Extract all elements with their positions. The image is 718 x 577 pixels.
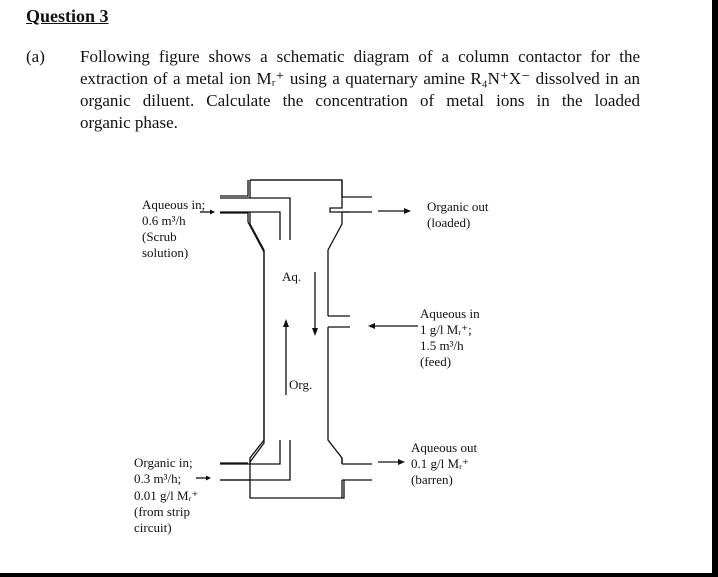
organic-inlet-pipe [220, 440, 291, 481]
organic-in-arrowhead [206, 475, 211, 481]
column-left-wall [249, 180, 345, 499]
organic-out-arrowhead [404, 208, 411, 214]
scrub-line-2: 0.6 m³/h [142, 213, 186, 228]
feed-line-3: 1.5 m³/h [420, 338, 464, 353]
organic-out-pipe [342, 196, 372, 213]
organic-in-line-5: circuit) [134, 520, 172, 535]
organic-in-line-2: 0.3 m³/h; [134, 471, 181, 486]
paragraph-line-4: organic phase. [80, 113, 178, 132]
org-up-arrowhead [283, 319, 289, 327]
organic-out-line-1: Organic out [427, 199, 489, 214]
feed-line-4: (feed) [420, 354, 451, 369]
aqueous-out-label: Aqueous out 0.1 g/l Mᵣ⁺ (barren) [411, 440, 480, 487]
organic-in-line-3: 0.01 g/l Mᵣ⁺ [134, 488, 198, 503]
feed-inlet-pipe [328, 315, 350, 328]
feed-inlet-label: Aqueous in 1 g/l Mᵣ⁺; 1.5 m³/h (feed) [420, 306, 483, 369]
paragraph-line-1: Following figure shows a schematic diagr… [80, 47, 640, 66]
organic-in-line-4: (from strip [134, 504, 190, 519]
scrub-line-1: Aqueous in; [142, 197, 205, 212]
scrub-inlet-label: Aqueous in; 0.6 m³/h (Scrub solution) [142, 197, 208, 260]
aq-phase-label: Aq. [282, 269, 301, 284]
aq-out-line-2: 0.1 g/l Mᵣ⁺ [411, 456, 469, 471]
feed-line-2: 1 g/l Mᵣ⁺; [420, 322, 472, 337]
scrub-inlet-pipe [220, 197, 291, 240]
column-right-wall [327, 180, 343, 498]
question-title: Question 3 [26, 6, 109, 26]
organic-inlet-label: Organic in; 0.3 m³/h; 0.01 g/l Mᵣ⁺ (from… [134, 455, 202, 535]
aq-out-line-3: (barren) [411, 472, 453, 487]
aq-out-line-1: Aqueous out [411, 440, 477, 455]
question-paragraph: Following figure shows a schematic diagr… [80, 46, 640, 134]
aqueous-out-arrowhead [398, 459, 405, 465]
organic-out-line-2: (loaded) [427, 215, 470, 230]
feed-line-1: Aqueous in [420, 306, 480, 321]
scrub-line-3: (Scrub [142, 229, 177, 244]
scrub-line-4: solution) [142, 245, 188, 260]
organic-out-label: Organic out (loaded) [427, 199, 492, 230]
org-phase-label: Org. [289, 377, 312, 392]
scrub-in-arrowhead [210, 209, 215, 215]
paragraph-line-3: organic diluent. Calculate the concentra… [80, 91, 640, 110]
column-outer-wall [220, 179, 350, 481]
aq-down-arrowhead [312, 328, 318, 336]
organic-in-line-1: Organic in; [134, 455, 193, 470]
part-label: (a) [26, 47, 45, 66]
paragraph-line-2: extraction of a metal ion Mᵣ⁺ using a qu… [80, 69, 640, 88]
aqueous-out-pipe [341, 458, 372, 481]
feed-in-arrowhead [368, 323, 375, 329]
